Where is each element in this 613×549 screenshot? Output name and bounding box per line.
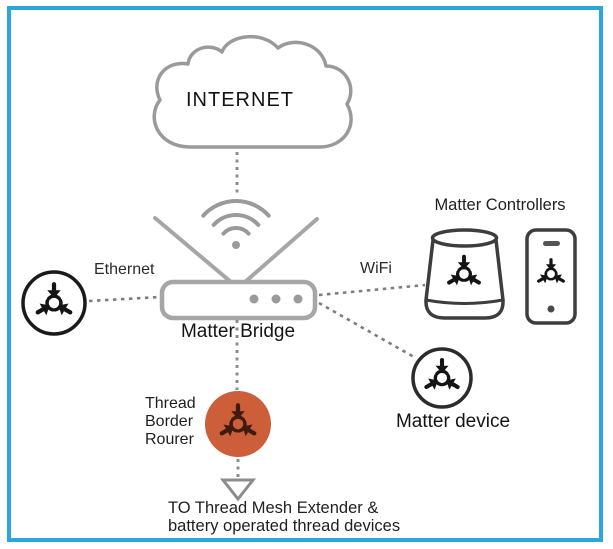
matter-controllers-label: Matter Controllers	[434, 196, 566, 214]
router-antenna-right	[243, 217, 319, 284]
device-circle	[411, 347, 473, 409]
matter-bridge-label: Matter Bridge	[180, 321, 296, 342]
thread-router-circle	[205, 391, 271, 457]
thread-label-line3: Rourer	[145, 431, 194, 448]
thread-border-router-node	[205, 391, 271, 457]
down-arrow-icon	[219, 478, 257, 502]
thread-border-router-label: Thread Border Rourer	[145, 395, 196, 449]
router-led	[293, 294, 303, 304]
ethernet-label: Ethernet	[94, 261, 155, 278]
note-line1: TO Thread Mesh Extender &	[168, 499, 379, 517]
device-circle	[21, 270, 87, 336]
router-antenna-left	[153, 216, 233, 284]
phone-body	[525, 228, 577, 325]
wifi-link-line	[318, 283, 426, 297]
smart-speaker	[424, 228, 505, 320]
wifi-label: WiFi	[360, 260, 392, 277]
router-device	[153, 216, 319, 321]
matter-device-node	[411, 347, 473, 409]
smartphone	[525, 228, 577, 325]
internet-label: INTERNET	[186, 89, 294, 111]
thread-label-line2: Border	[145, 413, 194, 430]
ethernet-matter-device	[21, 270, 87, 336]
phone-speaker-slit	[543, 241, 560, 246]
ethernet-link-line	[88, 295, 161, 303]
router-led	[249, 294, 259, 304]
frame-border	[7, 6, 603, 542]
internet-cloud-icon	[152, 34, 353, 149]
router-body	[159, 279, 318, 321]
speaker-base-band	[425, 298, 504, 305]
thread-mesh-note: TO Thread Mesh Extender & battery operat…	[168, 499, 400, 535]
speaker-top-rim	[430, 228, 499, 248]
note-line2: battery operated thread devices	[168, 517, 401, 535]
router-led	[271, 294, 281, 304]
matter-device-link-line	[318, 301, 415, 359]
wifi-signal-icon	[201, 199, 271, 249]
thread-label-line1: Thread	[145, 395, 196, 412]
matter-device-label: Matter device	[395, 411, 511, 432]
phone-home-button	[547, 305, 555, 313]
